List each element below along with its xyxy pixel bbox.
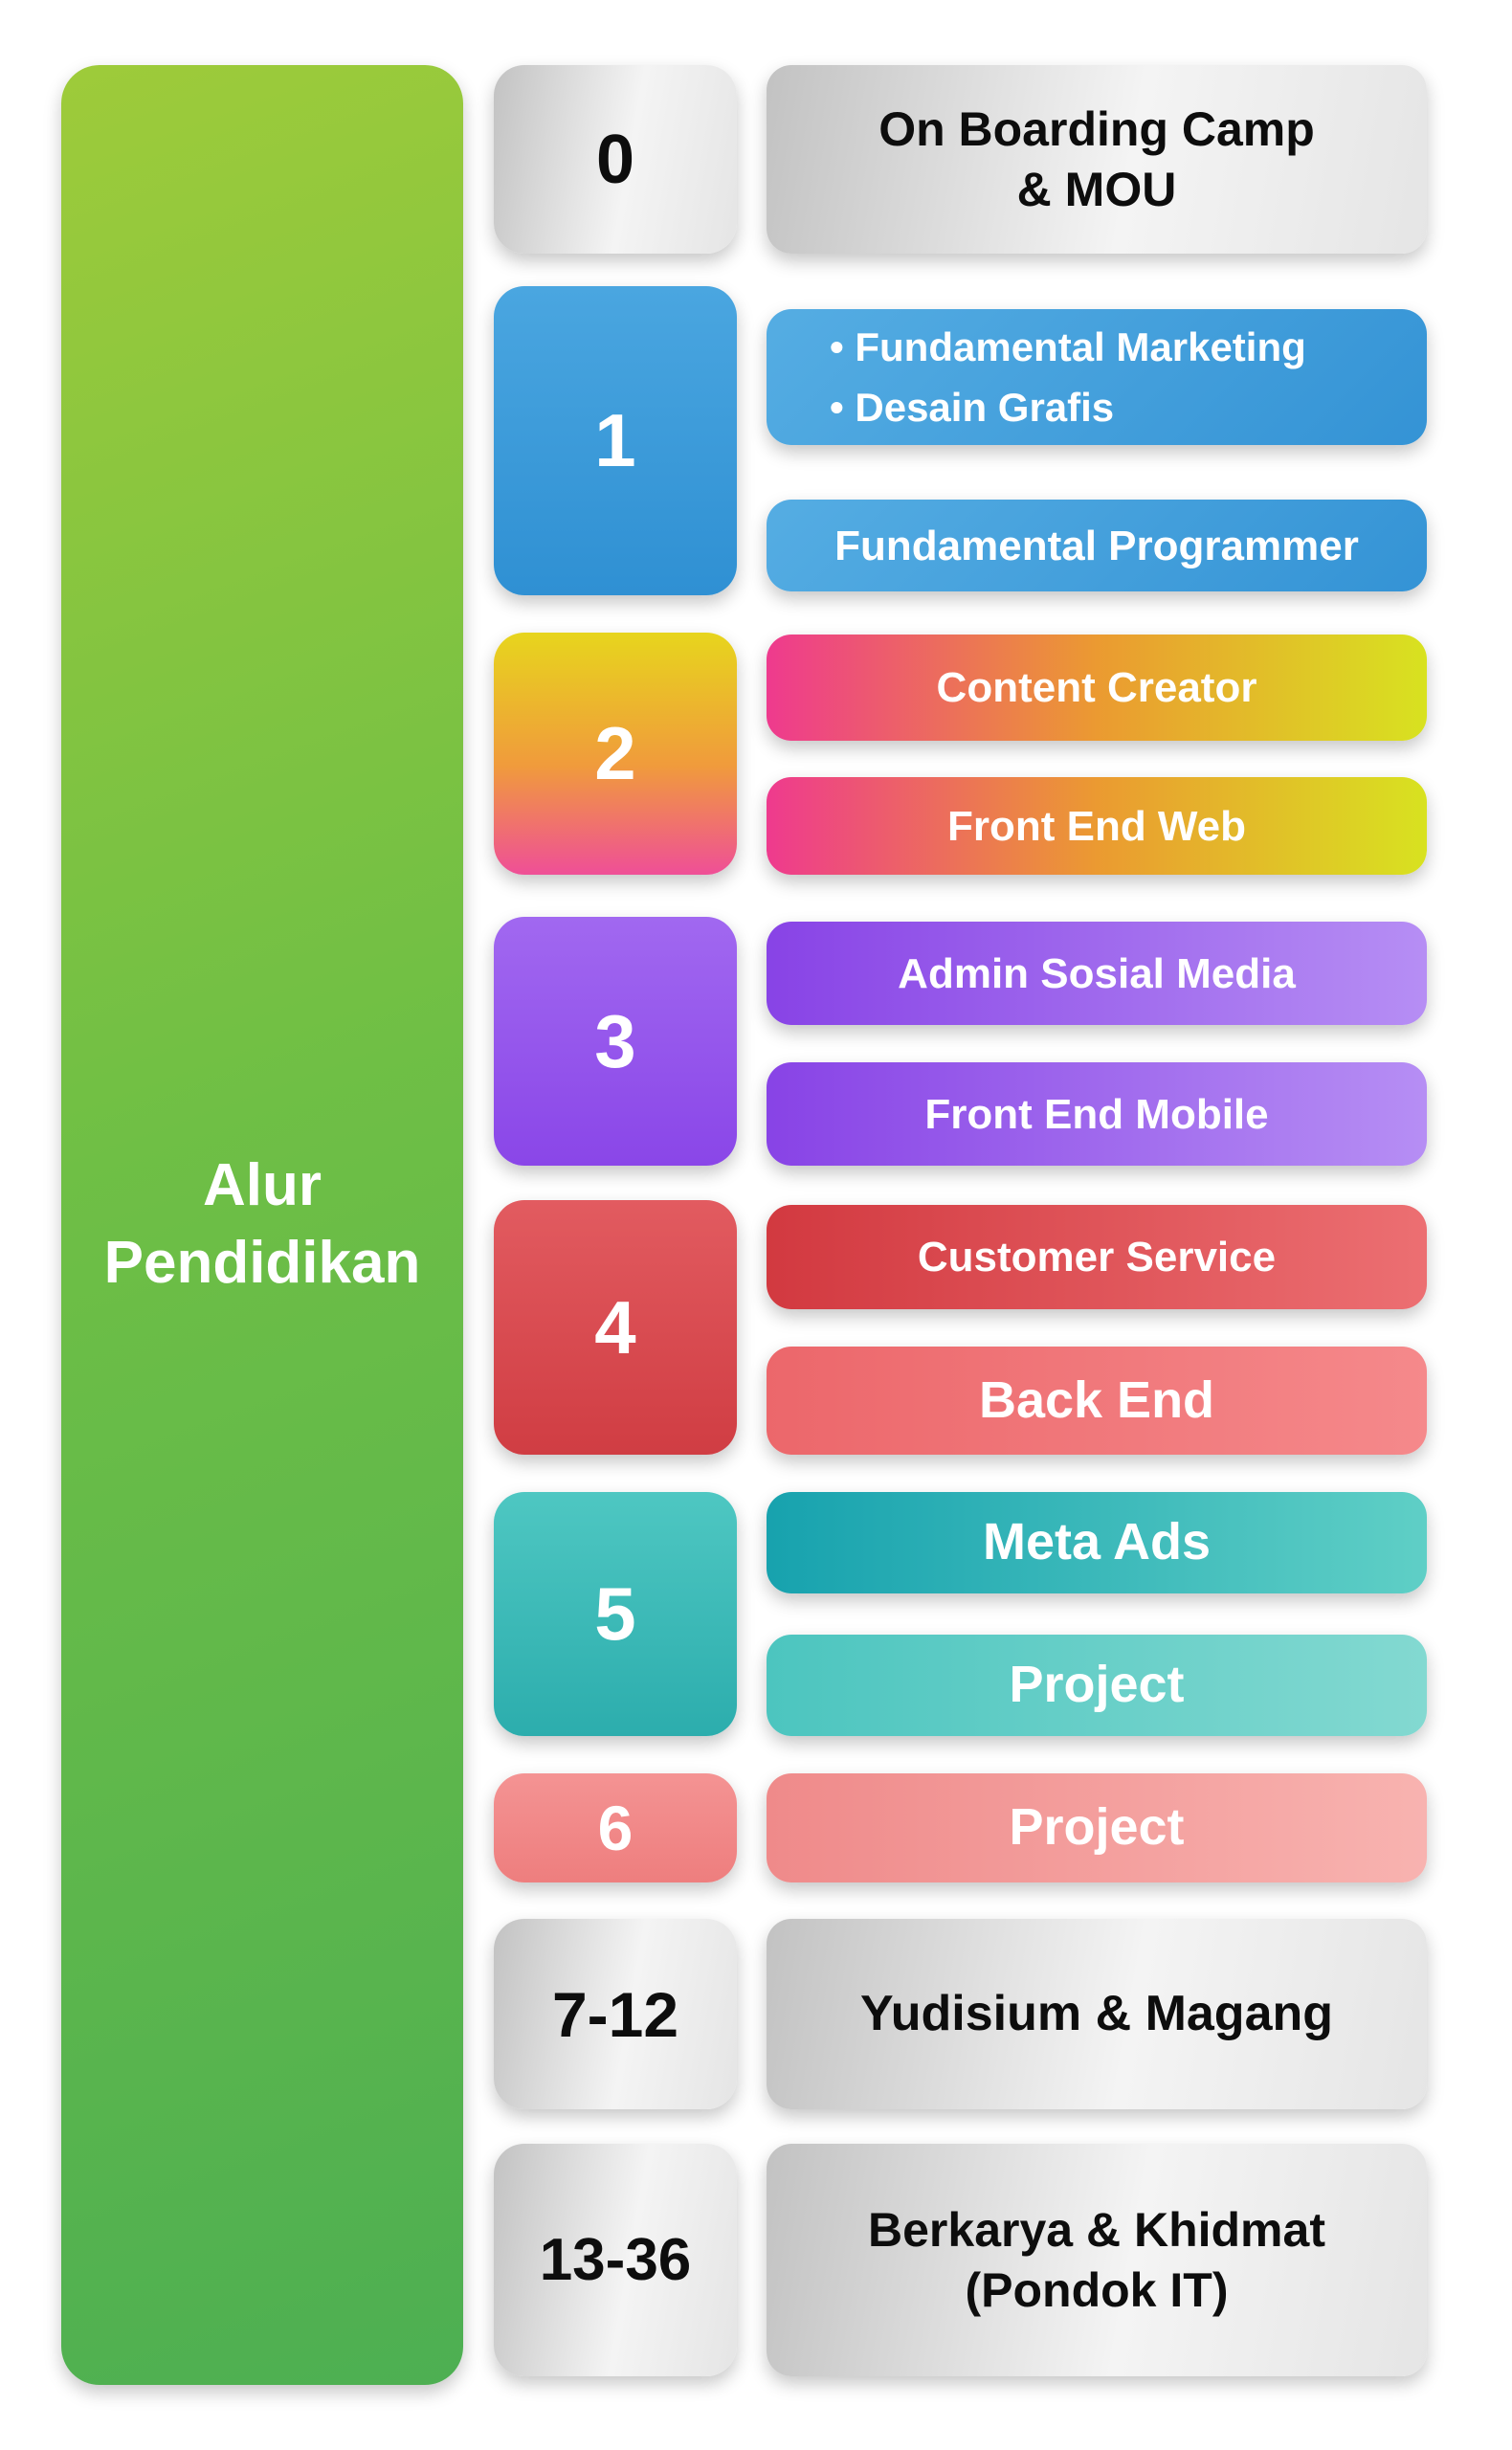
stage-number-0: 0 xyxy=(494,65,737,254)
stage3-admin-social-box: Admin Sosial Media xyxy=(767,922,1427,1025)
stage1-bullet-marketing: • Fundamental Marketing xyxy=(830,324,1306,369)
stage-number-6-label: 6 xyxy=(597,1793,634,1863)
stage2-content-creator-label: Content Creator xyxy=(936,664,1257,711)
stage3-frontend-mobile-box: Front End Mobile xyxy=(767,1062,1427,1166)
stage-number-3: 3 xyxy=(494,917,737,1166)
stage-number-2: 2 xyxy=(494,633,737,875)
stage-number-4: 4 xyxy=(494,1200,737,1455)
stage13-36-line1: Berkarya & Khidmat xyxy=(868,2203,1325,2257)
stage-number-1-label: 1 xyxy=(594,398,636,482)
stage-number-5-label: 5 xyxy=(594,1571,636,1656)
stage0-line1: On Boarding Camp xyxy=(878,102,1315,156)
stage5-meta-ads-box: Meta Ads xyxy=(767,1492,1427,1593)
stage1-marketing-design-box: • Fundamental Marketing • Desain Grafis xyxy=(767,309,1427,445)
stage-number-13-36-label: 13-36 xyxy=(539,2227,692,2293)
stage6-project-label: Project xyxy=(1009,1798,1185,1857)
stage4-backend-box: Back End xyxy=(767,1347,1427,1455)
stage1-programmer-box: Fundamental Programmer xyxy=(767,500,1427,591)
stage5-meta-ads-label: Meta Ads xyxy=(982,1513,1212,1571)
stage2-frontend-web-box: Front End Web xyxy=(767,777,1427,875)
stage-number-7-12: 7-12 xyxy=(494,1919,737,2109)
stage3-frontend-mobile-label: Front End Mobile xyxy=(924,1090,1269,1138)
stage-number-13-36: 13-36 xyxy=(494,2144,737,2376)
stage1-bullet-list: • Fundamental Marketing • Desain Grafis xyxy=(830,317,1306,437)
stage4-customer-service-label: Customer Service xyxy=(917,1234,1277,1281)
stage4-customer-service-box: Customer Service xyxy=(767,1205,1427,1309)
stage-number-2-label: 2 xyxy=(594,711,636,795)
stage1-programmer-label: Fundamental Programmer xyxy=(834,522,1359,569)
stage2-content-creator-box: Content Creator xyxy=(767,635,1427,741)
stage-number-6: 6 xyxy=(494,1773,737,1882)
stage3-admin-social-label: Admin Sosial Media xyxy=(898,949,1296,997)
stage-number-7-12-label: 7-12 xyxy=(551,1978,679,2050)
stage13-36-line2: (Pondok IT) xyxy=(965,2262,1229,2317)
page-title: Alur Pendidikan xyxy=(103,1152,421,1296)
stage7-12-yudisium-label: Yudisium & Magang xyxy=(859,1986,1334,2041)
stage-number-5: 5 xyxy=(494,1492,737,1736)
stage-number-1: 1 xyxy=(494,286,737,595)
stage7-12-yudisium-box: Yudisium & Magang xyxy=(767,1919,1427,2109)
stage-number-3-label: 3 xyxy=(594,998,636,1083)
stage0-line2: & MOU xyxy=(1016,162,1177,216)
stage5-project-label: Project xyxy=(1009,1656,1185,1714)
stage2-frontend-web-label: Front End Web xyxy=(946,802,1247,850)
stage-number-0-label: 0 xyxy=(595,121,635,198)
stage0-onboarding-box: On Boarding Camp & MOU xyxy=(767,65,1427,254)
stage4-backend-label: Back End xyxy=(978,1370,1215,1429)
stage13-36-berkarya-box: Berkarya & Khidmat (Pondok IT) xyxy=(767,2144,1427,2376)
stage-number-4-label: 4 xyxy=(594,1284,636,1370)
stage6-project-box: Project xyxy=(767,1773,1427,1882)
flow-title-panel: Alur Pendidikan xyxy=(61,65,463,2385)
stage1-bullet-design: • Desain Grafis xyxy=(830,385,1115,430)
stage5-project-box: Project xyxy=(767,1635,1427,1736)
